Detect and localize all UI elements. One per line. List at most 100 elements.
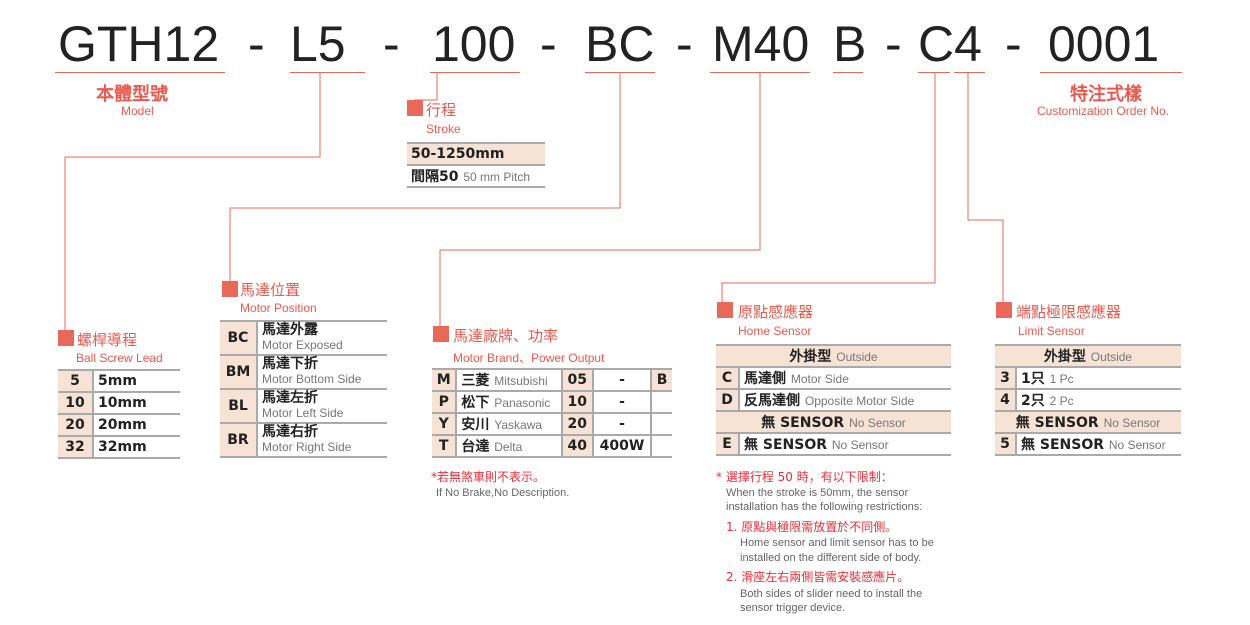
power-key: 40: [561, 434, 594, 458]
brand-en: Delta: [494, 440, 523, 454]
brand-zh: 松下: [461, 395, 490, 411]
none-zh: 無 SENSOR: [761, 415, 845, 431]
power-key: 20: [561, 412, 594, 436]
home-key: C: [716, 366, 740, 390]
empty-cell: [651, 434, 672, 458]
brand-key: T: [432, 434, 458, 458]
code-dash: -: [540, 16, 557, 72]
code-motor: M40: [712, 16, 810, 72]
lead-value: 10mm: [93, 391, 180, 415]
home-en: No Sensor: [831, 438, 889, 452]
brand-en: Panasonic: [494, 396, 551, 410]
code-dash: -: [676, 16, 693, 72]
code-brake: B: [833, 16, 867, 72]
stroke-table: 50-1250mm 間隔50 50 mm Pitch: [407, 142, 545, 188]
position-key: BC: [220, 320, 258, 356]
position-key: BR: [220, 422, 258, 458]
home-key: D: [716, 388, 740, 412]
power-value: 400W: [592, 434, 653, 458]
none-en: No Sensor: [1103, 416, 1161, 430]
position-title: 馬達位置: [240, 281, 301, 299]
underline: [918, 72, 950, 73]
code-custom: 0001: [1048, 16, 1160, 72]
restriction-note: * 選擇行程 50 時，有以下限制：: [716, 470, 893, 484]
brake-note-en: If No Brake,No Description.: [436, 487, 570, 499]
home-en: Opposite Motor Side: [804, 394, 915, 408]
power-key: 10: [561, 390, 594, 414]
brand-key: Y: [432, 412, 458, 436]
brand-zh: 台達: [461, 439, 490, 455]
restriction-2-en: Both sides of slider need to install the: [740, 588, 923, 600]
stroke-pitch-en: 50 mm Pitch: [463, 170, 531, 184]
brand-subtitle: Motor Brand、Power Output: [453, 351, 605, 365]
restriction-1: 1. 原點與極限需放置於不同側。: [726, 520, 898, 534]
home-subtitle: Home Sensor: [738, 324, 812, 338]
lead-key: 20: [58, 413, 94, 437]
home-title: 原點感應器: [738, 303, 814, 321]
lead-key: 10: [58, 391, 94, 415]
brand-en: Yaskawa: [494, 418, 543, 432]
underline: [585, 72, 655, 73]
home-key: E: [716, 432, 740, 456]
underline: [954, 72, 985, 73]
outside-zh: 外掛型: [789, 349, 832, 365]
code-stroke: 100: [432, 16, 516, 72]
brand-marker: [433, 326, 449, 342]
custom-subtitle: Customization Order No.: [1037, 104, 1170, 118]
power-key: 05: [561, 368, 594, 392]
power-value: -: [592, 412, 653, 436]
limit-title: 端點極限感應器: [1016, 303, 1122, 321]
position-key: BM: [220, 354, 258, 390]
code-model: GTH12: [58, 16, 220, 72]
limit-key: 4: [995, 388, 1017, 412]
stroke-subtitle: Stroke: [426, 122, 461, 136]
stroke-pitch: 間隔50: [411, 169, 459, 185]
lead-key: 5: [58, 369, 94, 393]
home-zh: 無 SENSOR: [744, 437, 828, 453]
lead-value: 5mm: [93, 369, 180, 393]
lead-title: 螺桿導程: [77, 331, 138, 349]
restriction-1-en: Home sensor and limit sensor has to be: [740, 537, 934, 549]
restriction-2: 2. 滑座左右兩側皆需安裝感應片。: [726, 570, 910, 584]
lead-value: 32mm: [93, 435, 180, 459]
stroke-title: 行程: [426, 101, 457, 119]
position-zh: 馬達左折: [262, 390, 318, 406]
none-en: No Sensor: [849, 416, 906, 430]
code-dash: -: [383, 16, 400, 72]
lead-marker: [58, 330, 74, 346]
underline: [1040, 72, 1182, 73]
lead-key: 32: [58, 435, 94, 459]
restriction-1-en: installed on the different side of body.: [740, 552, 922, 564]
code-position: BC: [585, 16, 655, 72]
home-en: Motor Side: [790, 372, 849, 386]
outside-en: Outside: [836, 350, 878, 364]
outside-en: Outside: [1090, 350, 1133, 364]
restriction-note-en: installation has the following restricti…: [726, 501, 923, 513]
model-title: 本體型號: [96, 84, 168, 105]
brake-key: B: [651, 368, 672, 392]
limit-en: 1 Pc: [1049, 372, 1074, 386]
code-dash: -: [248, 16, 265, 72]
empty-cell: [651, 412, 672, 436]
outside-zh: 外掛型: [1043, 349, 1086, 365]
power-value: -: [592, 390, 653, 414]
code-dash: -: [1005, 16, 1022, 72]
custom-title: 特注式樣: [1070, 84, 1142, 105]
code-dash: -: [885, 16, 902, 72]
